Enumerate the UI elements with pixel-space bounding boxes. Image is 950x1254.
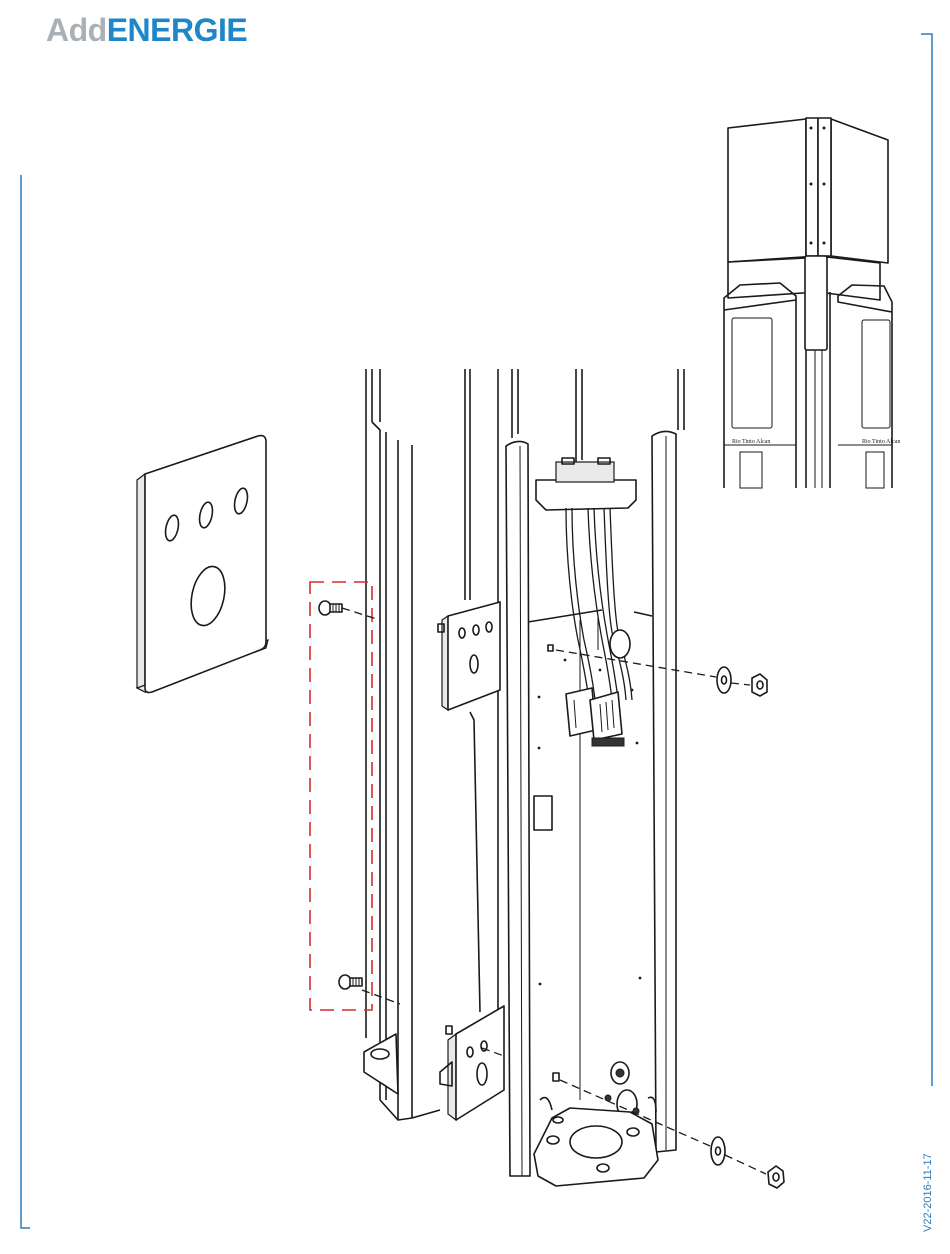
- left-channel: [364, 369, 498, 1120]
- upper-washer: [717, 667, 731, 693]
- station-thumbnail: Rio Tinto Alcan Rio Tinto Alcan: [723, 118, 900, 488]
- version-label: V22-2016-11-17: [922, 1153, 934, 1232]
- lower-washer: [711, 1137, 725, 1165]
- lower-bracket: [440, 1006, 504, 1120]
- upper-nut: [752, 674, 767, 696]
- thumbnail-brand-left: Rio Tinto Alcan: [732, 439, 770, 445]
- lower-nut: [768, 1166, 784, 1188]
- upper-bracket: [438, 602, 500, 710]
- upper-screw: [319, 601, 342, 615]
- lower-screw: [339, 975, 362, 989]
- thumbnail-brand-right: Rio Tinto Alcan: [862, 439, 900, 445]
- assembly-lines: [342, 608, 766, 1174]
- cover-plate: [137, 436, 268, 693]
- right-channel: [506, 369, 684, 1186]
- highlight-box: [310, 582, 372, 1010]
